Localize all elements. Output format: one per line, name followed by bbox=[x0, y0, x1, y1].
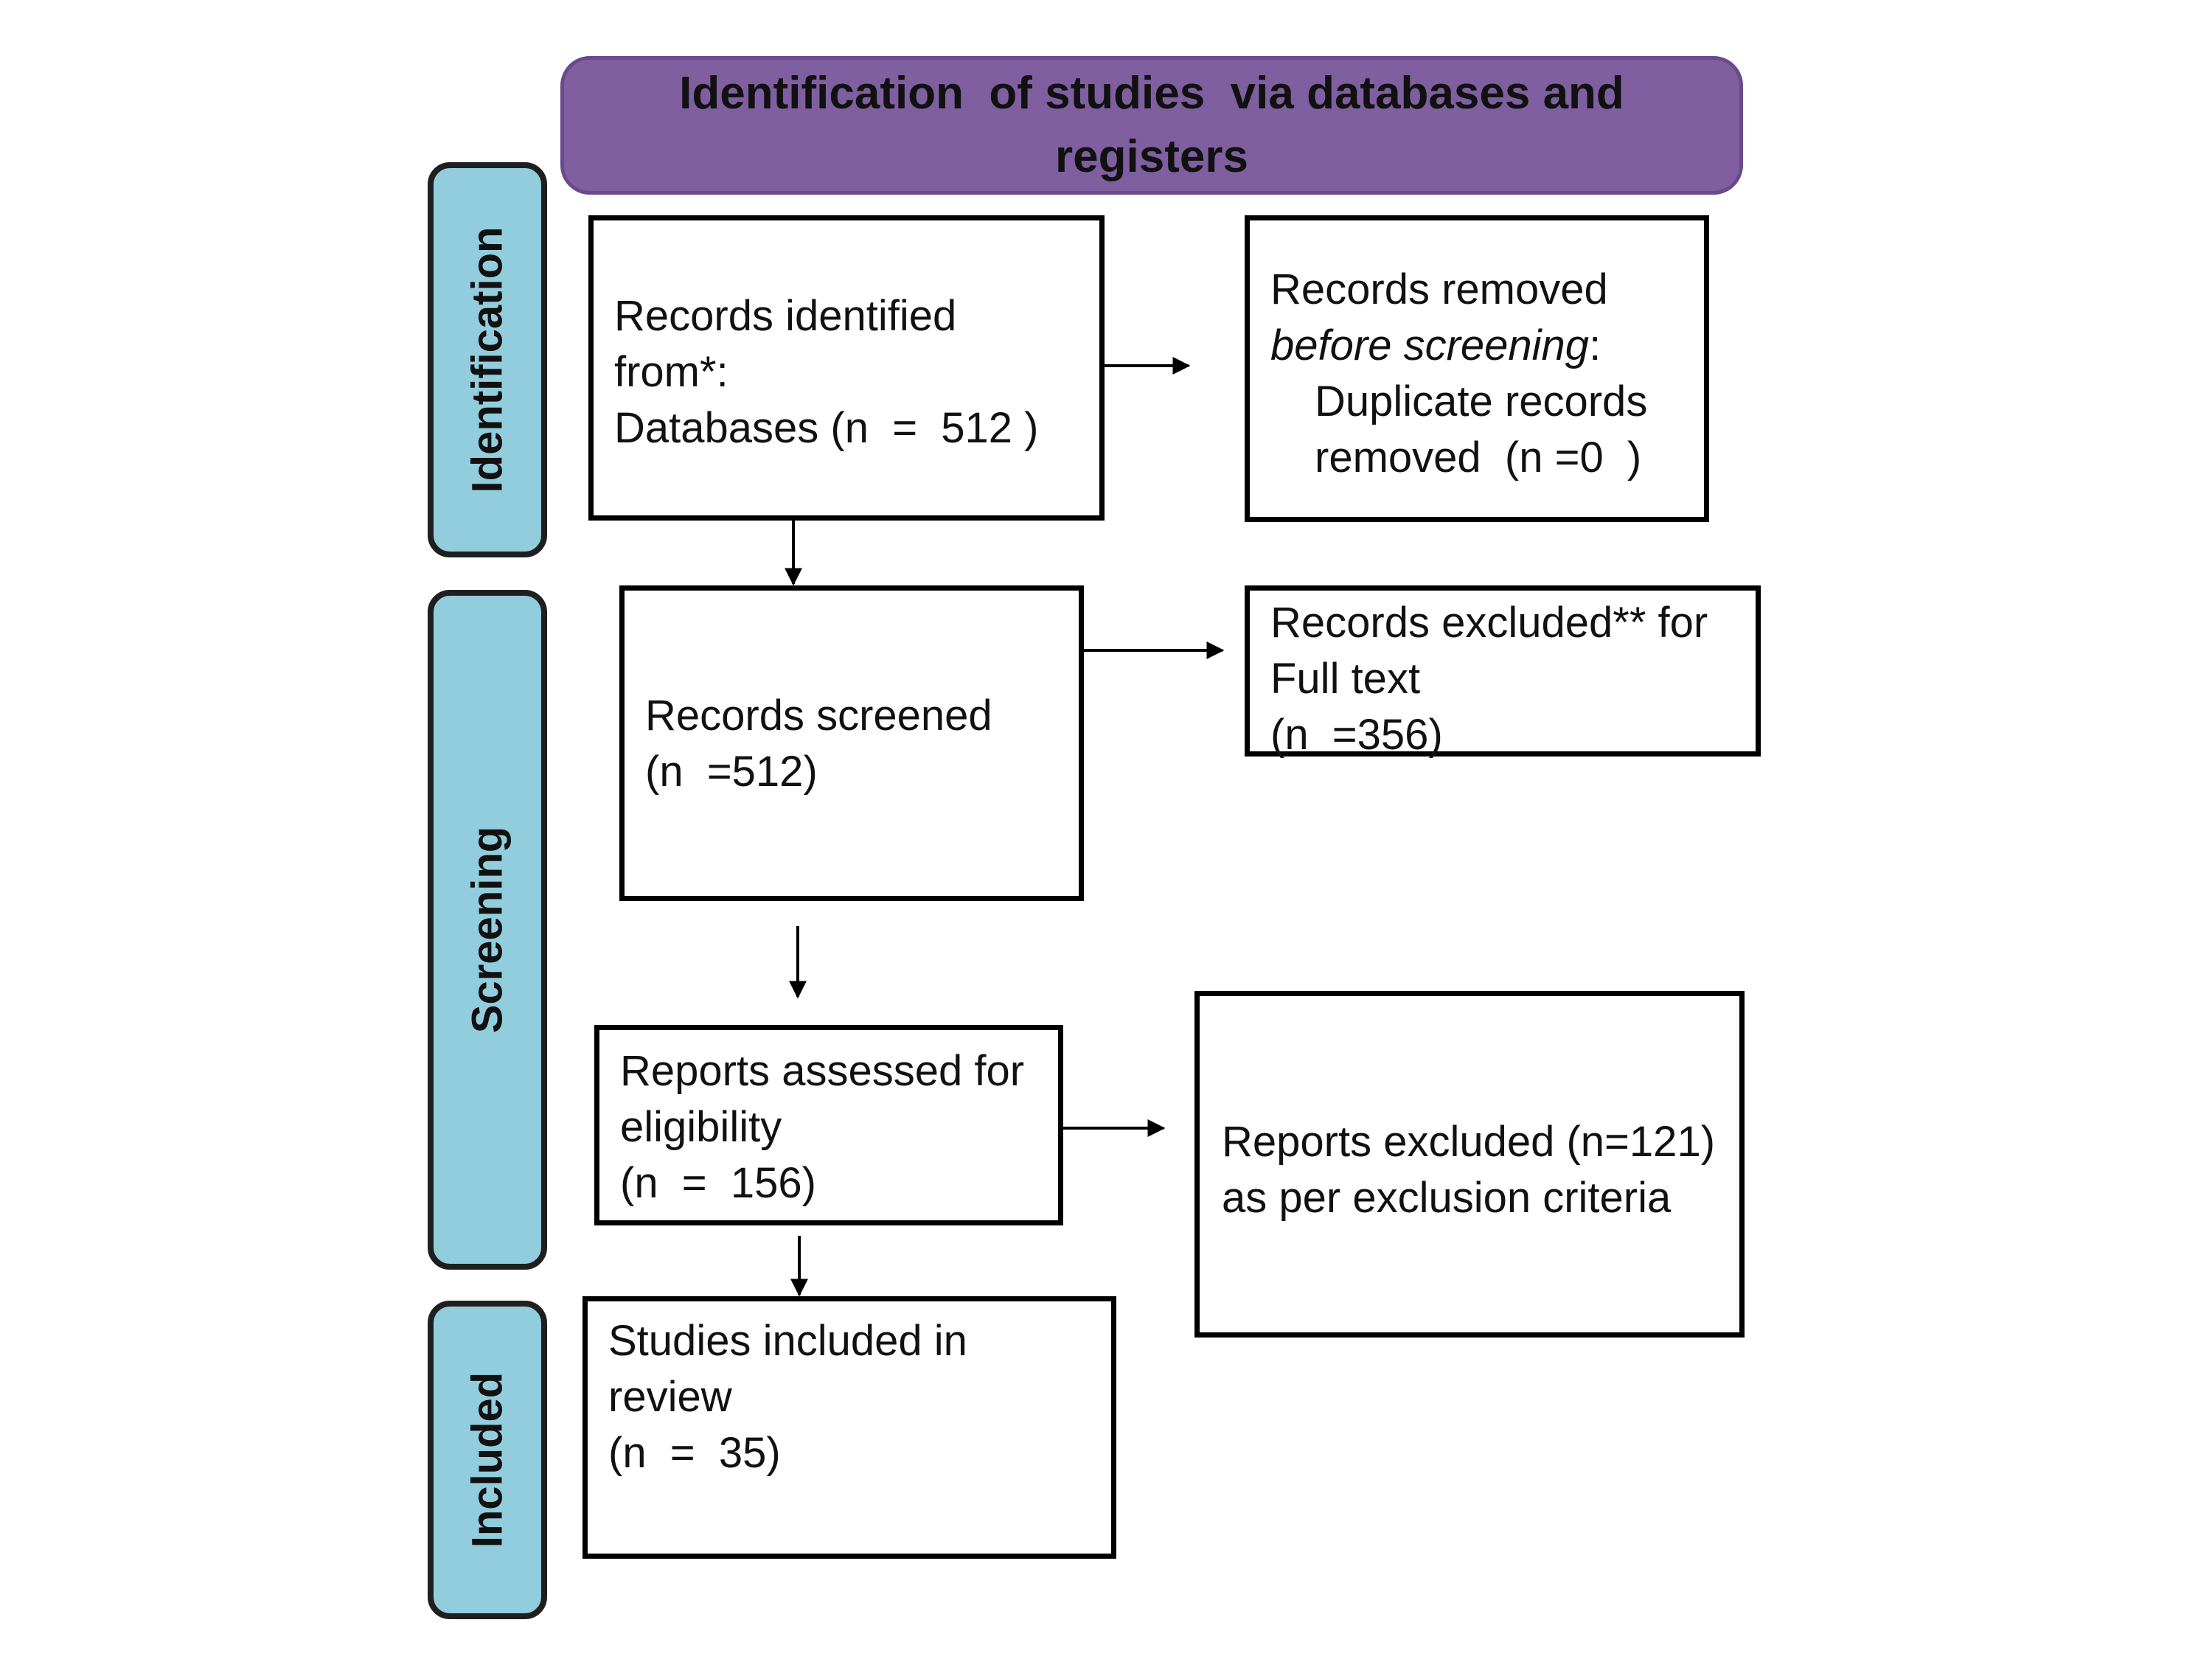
records-removed-line4: removed (n =0 ) bbox=[1315, 434, 1642, 481]
records-removed-box: Records removed before screening: Duplic… bbox=[1245, 215, 1709, 522]
header-title: Identification of studies via databases … bbox=[679, 62, 1624, 189]
records-excluded-line2: Full text bbox=[1270, 655, 1421, 703]
reports-assessed-line3: (n = 156) bbox=[620, 1159, 816, 1207]
reports-excluded-line1: Reports excluded (n=121) bbox=[1222, 1118, 1716, 1166]
reports-excluded-box: Reports excluded (n=121) as per exclusio… bbox=[1194, 991, 1745, 1338]
records-screened-line2: (n =512) bbox=[645, 748, 818, 796]
records-removed-italic: before screening bbox=[1270, 321, 1590, 369]
phase-included: Included bbox=[428, 1301, 547, 1619]
records-screened-line1: Records screened bbox=[645, 692, 992, 740]
records-identified-line2: from*: bbox=[614, 348, 728, 396]
records-excluded-box: Records excluded** for Full text (n =356… bbox=[1245, 585, 1761, 759]
records-identified-line1: Records identified bbox=[614, 292, 957, 340]
records-excluded-line3: (n =356) bbox=[1270, 711, 1443, 759]
phase-screening: Screening bbox=[428, 590, 547, 1270]
studies-included-line3: (n = 35) bbox=[608, 1429, 781, 1477]
records-identified-box: Records identified from*: Databases (n =… bbox=[588, 215, 1105, 521]
header-banner: Identification of studies via databases … bbox=[560, 56, 1743, 195]
records-removed-line3: Duplicate records bbox=[1315, 378, 1648, 425]
records-excluded-line1: Records excluded** for bbox=[1270, 599, 1708, 647]
studies-included-box: Studies included in review (n = 35) bbox=[582, 1296, 1116, 1559]
reports-assessed-line2: eligibility bbox=[620, 1103, 782, 1151]
reports-excluded-line2: as per exclusion criteria bbox=[1222, 1174, 1672, 1222]
phase-identification: Identification bbox=[428, 162, 547, 557]
studies-included-line2: review bbox=[608, 1373, 732, 1421]
records-removed-colon: : bbox=[1589, 321, 1601, 369]
header-title-line1: Identification of studies via databases … bbox=[679, 68, 1624, 119]
records-removed-line1: Records removed bbox=[1270, 265, 1608, 313]
records-identified-line3: Databases (n = 512 ) bbox=[614, 404, 1039, 452]
records-screened-box: Records screened (n =512) bbox=[619, 585, 1084, 901]
reports-assessed-line1: Reports assessed for bbox=[620, 1047, 1025, 1095]
reports-assessed-box: Reports assessed for eligibility (n = 15… bbox=[594, 1025, 1063, 1225]
studies-included-line1: Studies included in bbox=[608, 1317, 967, 1365]
records-removed-line2: before screening: bbox=[1270, 318, 1704, 374]
header-title-line2: registers bbox=[1055, 131, 1248, 182]
